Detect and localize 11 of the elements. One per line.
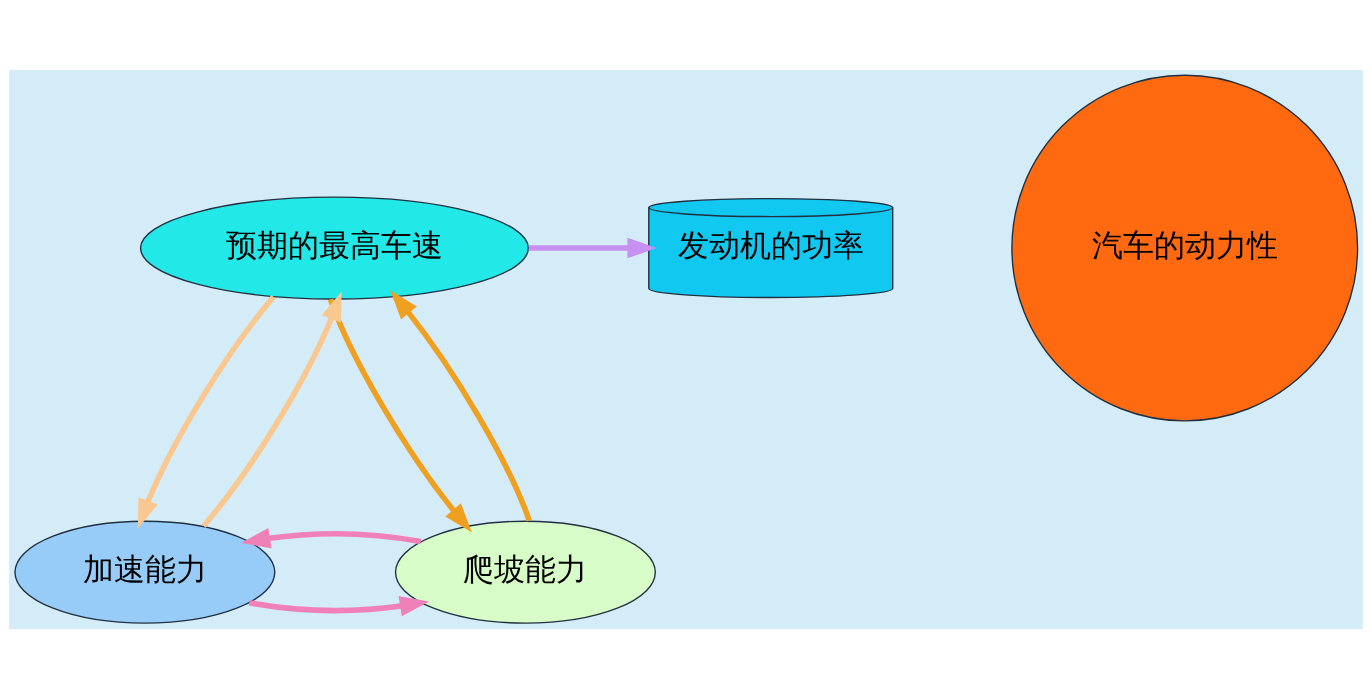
arrow	[137, 294, 276, 528]
node-circle: 汽车的动力性	[1011, 74, 1359, 422]
arrow	[201, 290, 342, 528]
node-ellipse: 爬坡能力	[394, 520, 656, 624]
arrow	[248, 595, 430, 616]
node-ellipse: 加速能力	[14, 520, 276, 624]
arrow	[327, 297, 472, 532]
arrow	[528, 237, 657, 258]
arrow	[390, 289, 532, 521]
node-ellipse: 预期的最高车速	[139, 195, 530, 300]
arrow	[240, 527, 422, 548]
